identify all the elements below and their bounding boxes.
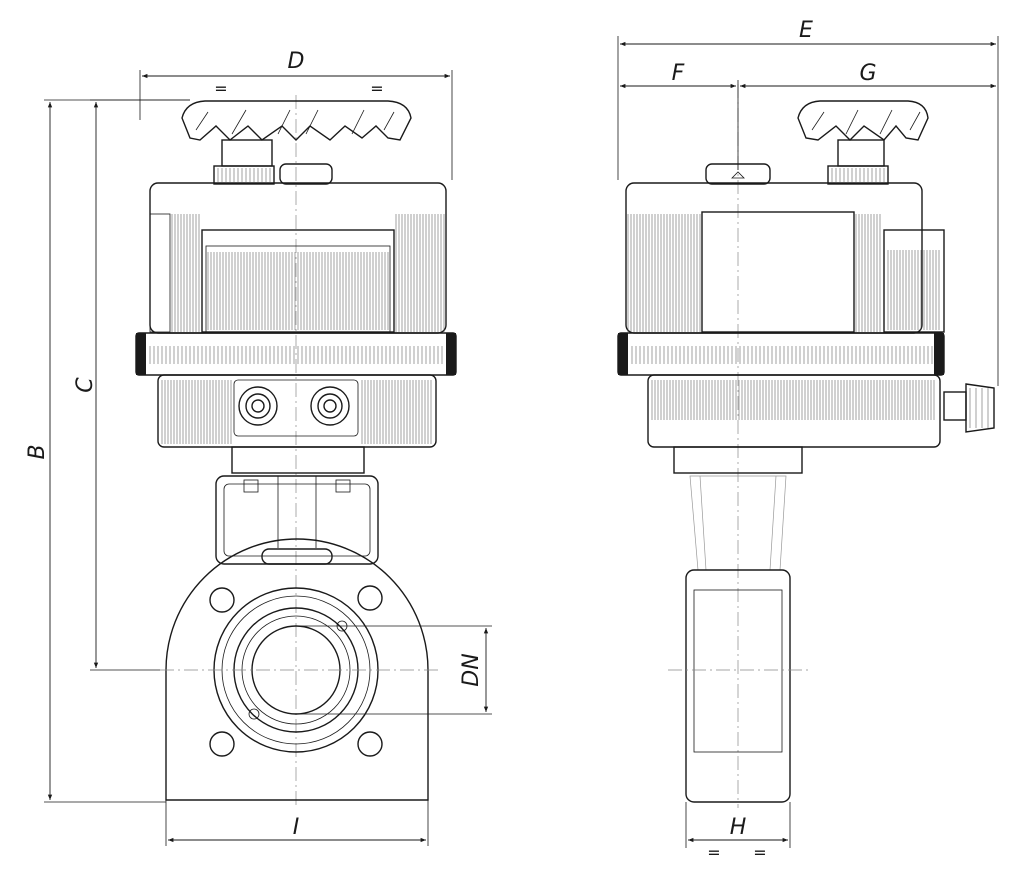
valve-flange-front <box>160 538 440 801</box>
dimension-f-g: F G <box>620 61 996 170</box>
actuator-housing-side <box>617 182 995 448</box>
dim-label-c: C <box>73 377 98 393</box>
dim-label-b: B <box>25 444 50 459</box>
dimension-d: D = = <box>139 49 453 180</box>
actuator-housing-front <box>135 182 457 448</box>
dim-label-g: G <box>859 61 876 86</box>
dimension-h: H = = <box>685 802 791 862</box>
dimension-e: E <box>617 18 999 386</box>
dim-label-e: E <box>799 18 813 43</box>
side-view: E F G H = = <box>617 18 999 862</box>
handwheel-side <box>705 100 929 185</box>
dim-label-dn: DN <box>459 653 484 686</box>
dimension-c: C <box>73 99 190 671</box>
handwheel-front <box>181 100 412 185</box>
dim-label-f: F <box>672 61 685 86</box>
dimension-dn: DN <box>300 625 492 715</box>
dim-label-d: D <box>288 49 305 74</box>
equal-mark-h-left: = <box>707 843 720 862</box>
coupling-bracket-front <box>215 446 379 565</box>
equal-mark-d-left: = <box>214 79 227 98</box>
valve-body-side <box>668 569 808 803</box>
dim-label-i: I <box>293 815 300 840</box>
dimension-i: I <box>165 800 429 846</box>
front-view: D = = B C DN I <box>25 49 492 846</box>
equal-mark-d-right: = <box>370 79 383 98</box>
dimension-b: B <box>25 99 190 803</box>
dim-label-h: H <box>730 815 747 840</box>
equal-mark-h-right: = <box>753 843 766 862</box>
